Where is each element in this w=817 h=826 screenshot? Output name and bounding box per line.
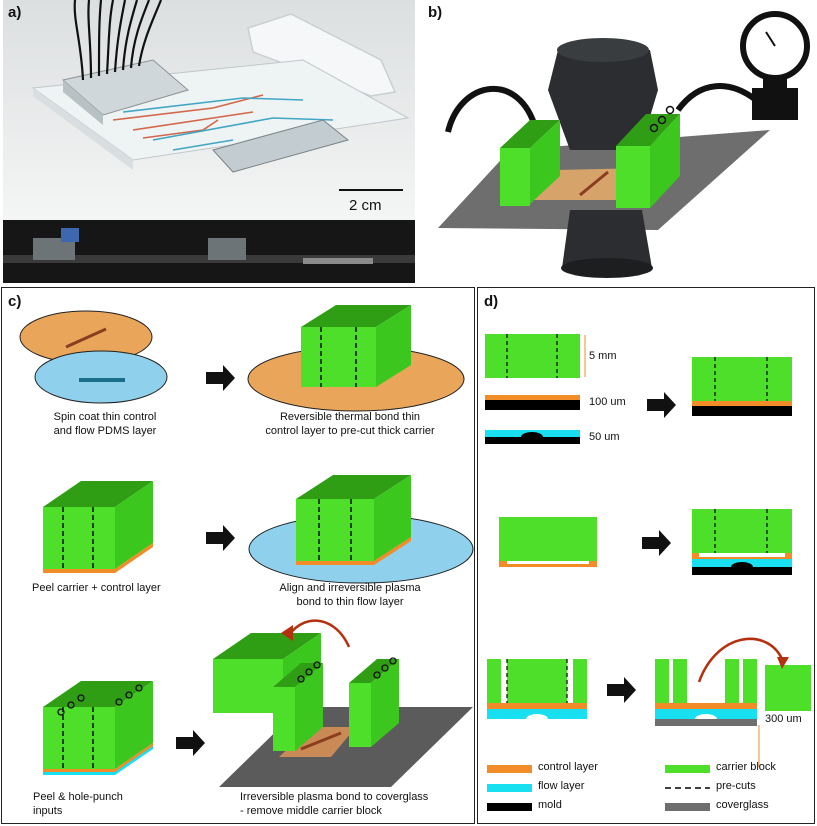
device-photo-illustration: 2 cm — [3, 0, 415, 283]
step-arrow-icon — [206, 365, 235, 391]
fabrication-steps-illustration — [19, 305, 474, 787]
panel-label-a: a) — [8, 4, 22, 21]
step5-caption: Peel & hole-punch inputs — [33, 791, 123, 817]
legend-mold-label: mold — [538, 799, 562, 811]
panel-label-b: b) — [428, 4, 443, 21]
control-thickness-label: 100 um — [589, 396, 626, 408]
panel-label-d: d) — [484, 293, 499, 310]
flow-wafer — [34, 350, 168, 404]
panel-d-frame — [477, 287, 815, 824]
legend-control-label: control layer — [538, 761, 598, 773]
legend-coverglass-label: coverglass — [716, 799, 769, 811]
legend-precuts-label: pre-cuts — [716, 780, 756, 792]
panel-label-c: c) — [8, 293, 22, 310]
scale-bar-label: 2 cm — [349, 197, 382, 214]
legend-flow-label: flow layer — [538, 780, 585, 792]
device-photograph: 2 cm — [3, 0, 415, 283]
step2-caption: Reversible thermal bond thin control lay… — [265, 411, 435, 437]
legend-carrier-label: carrier block — [716, 761, 776, 773]
cross-section-illustration — [485, 334, 811, 811]
step6-caption: Irreversible plasma bond to coverglass -… — [240, 791, 429, 817]
carrier-thickness-label: 5 mm — [589, 350, 617, 362]
panel-c-frame — [1, 287, 475, 824]
objective-top-shape — [548, 50, 658, 150]
gap-label: 300 um — [765, 713, 802, 725]
flow-thickness-label: 50 um — [589, 431, 620, 443]
step4-caption: Align and irreversible plasma bond to th… — [279, 582, 421, 608]
step3-caption: Peel carrier + control layer — [32, 582, 161, 594]
chip-setup-illustration — [438, 11, 810, 278]
objective-bottom-shape — [562, 210, 652, 268]
step1-caption: Spin coat thin control and flow PDMS lay… — [53, 411, 157, 437]
